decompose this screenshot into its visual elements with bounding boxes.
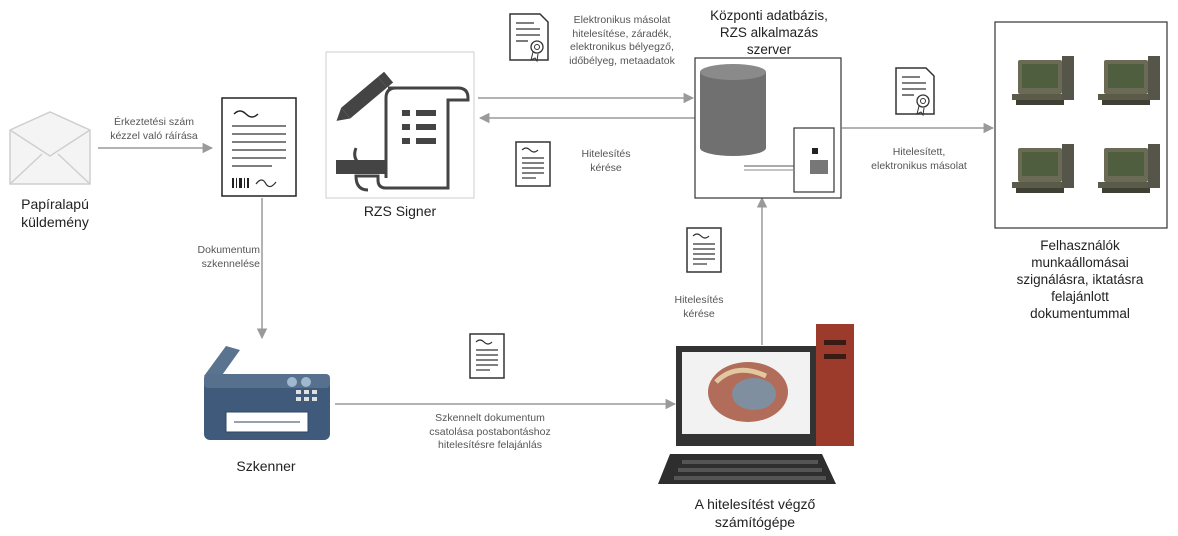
envelope-label: Papíralapú küldemény — [21, 196, 89, 230]
computer-label: A hitelesítést végző számítógépe — [694, 496, 816, 530]
scanner-icon — [204, 346, 330, 440]
envelope-icon — [9, 111, 91, 185]
edge-label-request-1: Hitelesítés kérése — [581, 148, 631, 174]
workstation-icon — [1012, 56, 1074, 105]
signer-label: RZS Signer — [363, 203, 437, 219]
certificate-icon — [509, 13, 549, 62]
computer-icon — [658, 324, 854, 484]
edge-label-certified-copy: Hitelesített, elektronikus másolat — [871, 146, 967, 172]
document-icon — [515, 141, 551, 187]
database-icon — [700, 64, 766, 156]
signer-icon — [336, 71, 470, 192]
workstation-icon — [1012, 144, 1074, 193]
workstations-box — [994, 21, 1168, 229]
scanner-label: Szkenner — [236, 458, 296, 474]
document-icon — [221, 97, 297, 197]
document-icon — [469, 333, 505, 379]
edge-label-scanning: Dokumentum szkennelése — [197, 244, 260, 270]
edge-label-request-2: Hitelesítés kérése — [674, 294, 724, 320]
workstation-icon — [1098, 56, 1160, 105]
edge-label-handwriting: Érkeztetési szám kézzel való ráírása — [110, 116, 198, 142]
certificate-icon — [895, 67, 935, 116]
document-icon — [686, 227, 722, 273]
workstations-label: Felhasználók munkaállomásai szignálásra,… — [1016, 238, 1144, 321]
edge-label-copy-details: Elektronikus másolat hitelesítése, zárad… — [569, 14, 675, 67]
server-label: Központi adatbázis, RZS alkalmazás szerv… — [710, 8, 828, 57]
edge-label-attach: Szkennelt dokumentum csatolása postabont… — [429, 412, 551, 452]
printer-icon — [744, 127, 835, 193]
workstation-icon — [1098, 144, 1160, 193]
